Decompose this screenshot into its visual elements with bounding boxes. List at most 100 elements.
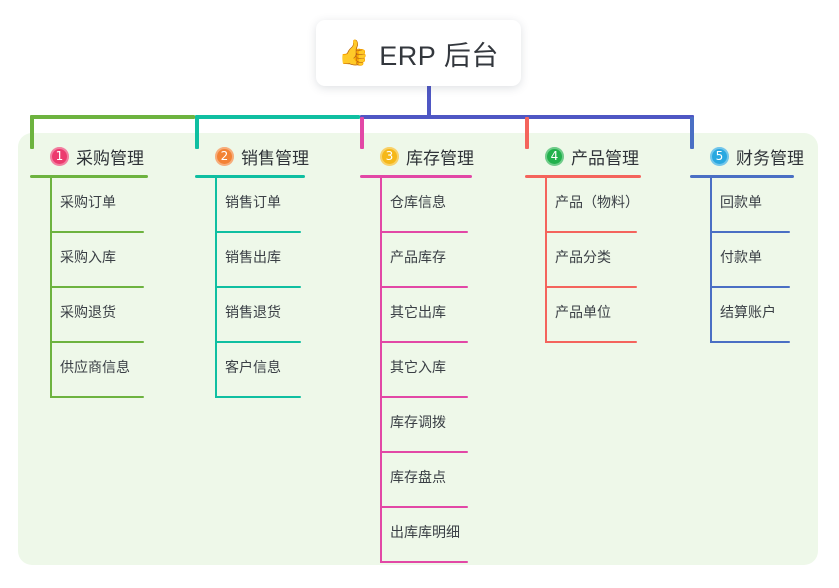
branch-number-badge: 5 (710, 146, 729, 166)
branch-items: 回款单付款单结算账户 (688, 178, 792, 343)
leaf-underline (215, 231, 301, 233)
branch-number-badge: 3 (380, 146, 399, 166)
leaf-node[interactable]: 回款单 (688, 178, 792, 233)
branch-spine (380, 178, 382, 563)
leaf-label: 结算账户 (720, 304, 776, 320)
leaf-underline (545, 341, 637, 343)
branch-drop-1 (30, 117, 34, 149)
branch-drop-2 (195, 117, 199, 149)
bus-segment-left (30, 115, 195, 119)
branch-drop-5 (690, 117, 694, 149)
leaf-label: 采购入库 (60, 249, 116, 265)
branch-spine (710, 178, 712, 343)
branch-items: 采购订单采购入库采购退货供应商信息 (28, 178, 146, 398)
branch-spine (50, 178, 52, 398)
leaf-node[interactable]: 采购退货 (28, 288, 146, 343)
leaf-label: 销售退货 (225, 304, 281, 320)
leaf-label: 其它出库 (390, 304, 446, 320)
branch-header-4[interactable]: 4 产品管理 (523, 143, 639, 169)
root-title: ERP 后台 (379, 40, 499, 71)
leaf-underline (545, 231, 637, 233)
branch-underline (195, 175, 305, 178)
leaf-label: 出库库明细 (390, 524, 460, 540)
leaf-underline (380, 506, 468, 508)
leaf-node[interactable]: 其它入库 (358, 343, 470, 398)
leaf-underline (545, 286, 637, 288)
leaf-node[interactable]: 结算账户 (688, 288, 792, 343)
branch-underline (690, 175, 794, 178)
leaf-label: 采购订单 (60, 194, 116, 210)
branch-title: 产品管理 (571, 148, 639, 168)
leaf-node[interactable]: 销售出库 (193, 233, 303, 288)
leaf-node[interactable]: 采购订单 (28, 178, 146, 233)
root-node[interactable]: 👍 ERP 后台 (316, 20, 521, 86)
leaf-label: 产品库存 (390, 249, 446, 265)
leaf-node[interactable]: 产品分类 (523, 233, 639, 288)
leaf-node[interactable]: 产品库存 (358, 233, 470, 288)
leaf-node[interactable]: 出库库明细 (358, 508, 470, 563)
leaf-node[interactable]: 其它出库 (358, 288, 470, 343)
branch-header-2[interactable]: 2 销售管理 (193, 143, 309, 169)
diagram-panel (18, 133, 818, 565)
leaf-node[interactable]: 库存盘点 (358, 453, 470, 508)
leaf-label: 付款单 (720, 249, 762, 265)
leaf-underline (50, 341, 144, 343)
branch-column-5: 5 财务管理回款单付款单结算账户 (688, 143, 804, 343)
leaf-label: 采购退货 (60, 304, 116, 320)
leaf-node[interactable]: 库存调拨 (358, 398, 470, 453)
leaf-underline (50, 396, 144, 398)
leaf-node[interactable]: 客户信息 (193, 343, 303, 398)
leaf-label: 销售订单 (225, 194, 281, 210)
leaf-label: 库存调拨 (390, 414, 446, 430)
leaf-node[interactable]: 产品（物料） (523, 178, 639, 233)
leaf-label: 客户信息 (225, 359, 281, 375)
branch-drop-4 (525, 117, 529, 149)
branch-column-4: 4 产品管理产品（物料） 产品分类产品单位 (523, 143, 641, 343)
branch-drop-3 (360, 117, 364, 149)
branch-header-5[interactable]: 5 财务管理 (688, 143, 804, 169)
branch-title: 采购管理 (76, 148, 144, 168)
branch-title: 销售管理 (241, 148, 309, 168)
branch-number-badge: 2 (215, 146, 234, 166)
leaf-label: 产品单位 (555, 304, 611, 320)
leaf-node[interactable]: 仓库信息 (358, 178, 470, 233)
leaf-label: 库存盘点 (390, 469, 446, 485)
leaf-underline (215, 396, 301, 398)
leaf-node[interactable]: 销售退货 (193, 288, 303, 343)
branch-number-badge: 1 (50, 146, 69, 166)
branch-header-1[interactable]: 1 采购管理 (28, 143, 146, 169)
thumbs-up-icon: 👍 (338, 38, 370, 67)
leaf-node[interactable]: 产品单位 (523, 288, 639, 343)
branch-items: 销售订单销售出库销售退货客户信息 (193, 178, 303, 398)
leaf-label: 其它入库 (390, 359, 446, 375)
leaf-underline (380, 341, 468, 343)
leaf-node[interactable]: 付款单 (688, 233, 792, 288)
leaf-underline (380, 561, 468, 563)
leaf-node[interactable]: 销售订单 (193, 178, 303, 233)
branch-spine (545, 178, 547, 343)
leaf-underline (215, 341, 301, 343)
leaf-label: 供应商信息 (60, 359, 130, 375)
branch-items: 产品（物料） 产品分类产品单位 (523, 178, 639, 343)
bus-segment-mid (195, 115, 360, 119)
leaf-node[interactable]: 采购入库 (28, 233, 146, 288)
leaf-node[interactable]: 供应商信息 (28, 343, 146, 398)
branch-items: 仓库信息产品库存其它出库其它入库库存调拨库存盘点出库库明细 (358, 178, 470, 563)
leaf-label: 产品（物料） (555, 194, 639, 210)
leaf-underline (380, 451, 468, 453)
leaf-underline (710, 341, 790, 343)
branch-column-2: 2 销售管理销售订单销售出库销售退货客户信息 (193, 143, 309, 398)
leaf-underline (50, 286, 144, 288)
leaf-label: 销售出库 (225, 249, 281, 265)
leaf-underline (380, 231, 468, 233)
root-stem-connector (427, 84, 431, 117)
leaf-label: 仓库信息 (390, 194, 446, 210)
branch-number-badge: 4 (545, 146, 564, 166)
leaf-underline (215, 286, 301, 288)
branch-underline (30, 175, 148, 178)
branch-title: 财务管理 (736, 148, 804, 168)
branch-underline (360, 175, 472, 178)
